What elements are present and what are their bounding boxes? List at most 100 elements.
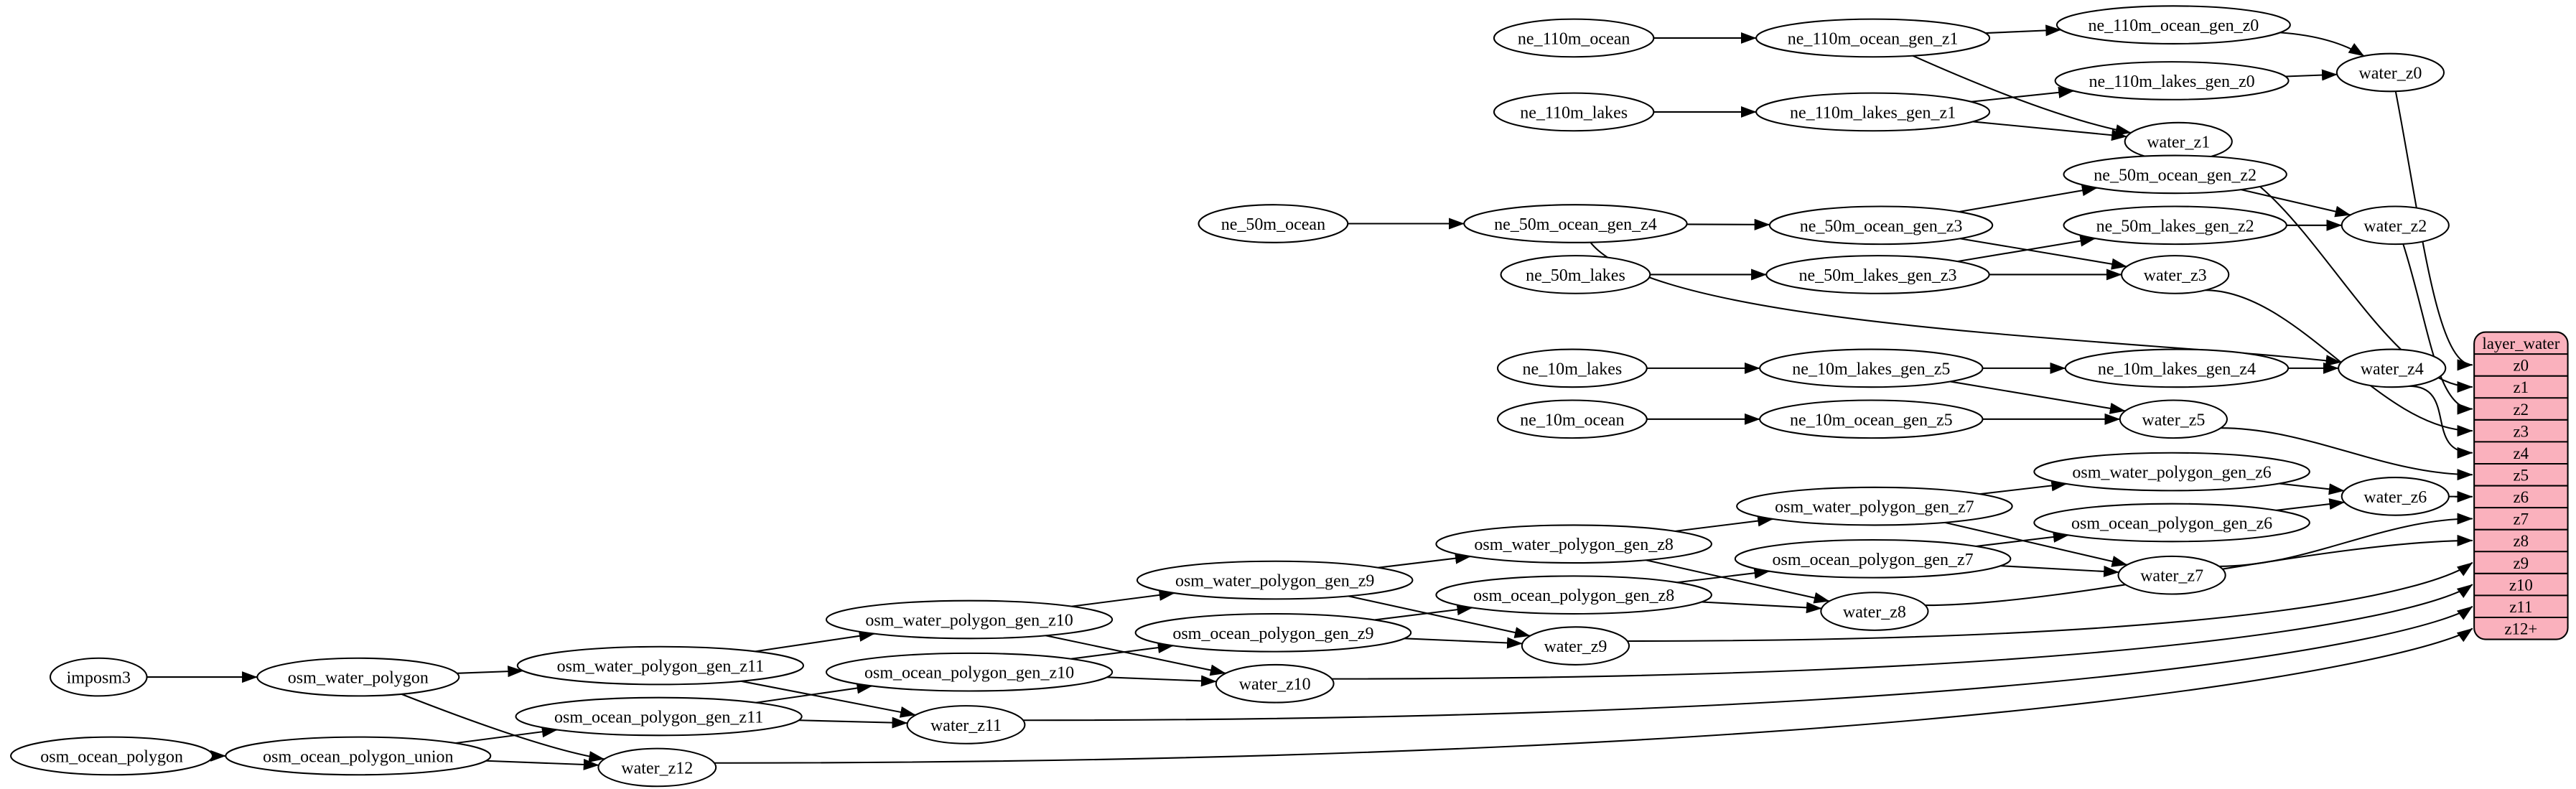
node-ne_50m_ocean_gen_z3: ne_50m_ocean_gen_z3 <box>1768 205 1994 246</box>
node-label-ne_10m_lakes_gen_z4: ne_10m_lakes_gen_z4 <box>2098 360 2256 378</box>
node-osm_ocean_polygon_gen_z10: osm_ocean_polygon_gen_z10 <box>825 652 1114 692</box>
node-label-water_z2: water_z2 <box>2363 217 2427 235</box>
edge-osm_ocean_polygon_gen_z9-to-osm_ocean_polygon_gen_z8 <box>1374 604 1473 621</box>
edge-water_z12-to-layer_water-z12+ <box>714 627 2473 764</box>
node-shape-ne_50m_ocean_gen_z2 <box>2063 154 2287 195</box>
node-osm_ocean_polygon_union: osm_ocean_polygon_union <box>225 736 492 776</box>
edge-water_z5-to-layer_water-z5 <box>2221 427 2473 481</box>
node-label-ne_50m_lakes: ne_50m_lakes <box>1526 266 1625 285</box>
edge-ne_10m_lakes_gen_z5-to-water_z5 <box>1950 381 2126 414</box>
table-row-z0: z0 <box>2514 357 2529 375</box>
node-label-water_z7: water_z7 <box>2140 567 2203 586</box>
node-label-water_z5: water_z5 <box>2142 411 2205 429</box>
edge-ne_110m_lakes_gen_z1-to-water_z1 <box>1972 121 2127 141</box>
node-ne_10m_ocean: ne_10m_ocean <box>1496 399 1648 439</box>
node-label-osm_water_polygon: osm_water_polygon <box>288 669 429 688</box>
node-water_z5: water_z5 <box>2119 399 2229 439</box>
node-label-water_z11: water_z11 <box>930 716 1002 735</box>
node-osm_ocean_polygon_gen_z7: osm_ocean_polygon_gen_z7 <box>1734 538 2012 579</box>
node-shape-ne_50m_lakes_gen_z3 <box>1765 255 1990 294</box>
node-label-ne_50m_lakes_gen_z3: ne_50m_lakes_gen_z3 <box>1798 266 1956 285</box>
node-shape-osm_water_polygon_gen_z8 <box>1435 524 1712 564</box>
node-ne_110m_lakes_gen_z0: ne_110m_lakes_gen_z0 <box>2054 61 2290 101</box>
node-osm_ocean_polygon_gen_z9: osm_ocean_polygon_gen_z9 <box>1134 612 1412 653</box>
edge-osm_ocean_polygon_gen_z8-to-osm_ocean_polygon_gen_z7 <box>1676 567 1770 584</box>
node-label-water_z10: water_z10 <box>1239 676 1311 694</box>
node-ne_50m_ocean_gen_z4: ne_50m_ocean_gen_z4 <box>1463 204 1688 243</box>
node-shape-water_z4 <box>2338 348 2447 388</box>
edge-osm_ocean_polygon_gen_z7-to-osm_ocean_polygon_gen_z6 <box>1976 531 2069 547</box>
node-shape-water_z8 <box>1820 592 1929 631</box>
node-label-water_z3: water_z3 <box>2144 266 2207 285</box>
node-label-osm_ocean_polygon_gen_z10: osm_ocean_polygon_gen_z10 <box>864 664 1074 683</box>
table-row-z7: z7 <box>2514 510 2529 528</box>
node-ne_10m_lakes_gen_z5: ne_10m_lakes_gen_z5 <box>1759 348 1984 388</box>
edge-ne_50m_ocean_gen_z2-to-water_z2 <box>2241 189 2351 218</box>
node-shape-osm_ocean_polygon_gen_z7 <box>1734 538 2012 579</box>
node-shape-osm_ocean_polygon <box>10 736 214 776</box>
node-shape-osm_water_polygon_gen_z10 <box>825 599 1114 640</box>
node-shape-osm_water_polygon_gen_z6 <box>2033 452 2310 492</box>
node-shape-osm_water_polygon <box>256 657 460 697</box>
node-ne_50m_ocean_gen_z2: ne_50m_ocean_gen_z2 <box>2063 154 2287 195</box>
node-shape-ne_10m_lakes <box>1496 348 1648 388</box>
edge-water_z4-to-layer_water-z4 <box>2409 385 2473 459</box>
edge-osm_ocean_polygon_gen_z10-to-water_z10 <box>1106 675 1217 687</box>
node-shape-osm_ocean_polygon_gen_z8 <box>1435 575 1712 615</box>
edge-water_z11-to-layer_water-z11 <box>1023 605 2473 722</box>
node-label-ne_50m_ocean_gen_z2: ne_50m_ocean_gen_z2 <box>2094 166 2257 185</box>
node-shape-ne_110m_ocean_gen_z1 <box>1755 18 1991 58</box>
node-water_z11: water_z11 <box>906 705 1026 744</box>
node-label-ne_10m_lakes: ne_10m_lakes <box>1523 360 1623 378</box>
node-shape-ne_50m_ocean <box>1198 204 1349 243</box>
node-ne_50m_lakes: ne_50m_lakes <box>1500 255 1651 294</box>
edge-ne_50m_ocean_gen_z3-to-water_z3 <box>1960 238 2127 270</box>
layer-water-table: layer_waterz0z1z2z3z4z5z6z7z8z9z10z11z12… <box>2473 331 2569 640</box>
node-shape-water_z6 <box>2341 477 2450 516</box>
edge-osm_water_polygon_gen_z11-to-osm_water_polygon_gen_z10 <box>755 630 875 653</box>
node-osm_water_polygon_gen_z10: osm_water_polygon_gen_z10 <box>825 599 1114 640</box>
node-label-ne_10m_ocean: ne_10m_ocean <box>1520 411 1624 429</box>
edge-osm_ocean_polygon_gen_z7-to-water_z7 <box>2000 565 2119 577</box>
node-shape-water_z3 <box>2121 255 2230 294</box>
edge-water_z10-to-layer_water-z10 <box>1332 584 2473 680</box>
node-water_z1: water_z1 <box>2124 121 2233 162</box>
edge-osm_water_polygon_gen_z11-to-water_z11 <box>741 680 916 718</box>
node-label-osm_water_polygon_gen_z6: osm_water_polygon_gen_z6 <box>2072 464 2271 482</box>
node-shape-ne_110m_lakes <box>1493 92 1655 132</box>
edge-osm_ocean_polygon_gen_z11-to-osm_ocean_polygon_gen_z10 <box>755 682 873 704</box>
node-label-osm_ocean_polygon_gen_z6: osm_ocean_polygon_gen_z6 <box>2071 514 2272 533</box>
node-label-osm_water_polygon_gen_z7: osm_water_polygon_gen_z7 <box>1775 498 1974 517</box>
node-label-ne_110m_lakes: ne_110m_lakes <box>1520 103 1628 122</box>
node-label-ne_50m_ocean_gen_z3: ne_50m_ocean_gen_z3 <box>1800 217 1963 235</box>
edge-osm_water_polygon_gen_z9-to-water_z9 <box>1348 595 1531 638</box>
node-ne_110m_lakes_gen_z1: ne_110m_lakes_gen_z1 <box>1755 92 1991 132</box>
edge-osm_ocean_polygon_gen_z10-to-osm_ocean_polygon_gen_z9 <box>1071 642 1174 660</box>
edge-osm_water_polygon_gen_z7-to-water_z7 <box>1944 521 2128 567</box>
table-row-z5: z5 <box>2514 466 2529 484</box>
node-label-water_z9: water_z9 <box>1544 638 1607 656</box>
edge-osm_ocean_polygon_gen_z11-to-water_z11 <box>798 716 908 729</box>
node-label-ne_10m_lakes_gen_z5: ne_10m_lakes_gen_z5 <box>1792 360 1950 378</box>
node-label-ne_10m_ocean_gen_z5: ne_10m_ocean_gen_z5 <box>1790 411 1953 429</box>
node-ne_10m_lakes: ne_10m_lakes <box>1496 348 1648 388</box>
edge-osm_water_polygon_gen_z10-to-osm_water_polygon_gen_z9 <box>1071 589 1175 607</box>
edge-ne_110m_ocean_gen_z0-to-water_z0 <box>2279 32 2365 57</box>
node-label-water_z6: water_z6 <box>2363 488 2427 507</box>
node-label-ne_50m_ocean: ne_50m_ocean <box>1221 215 1325 234</box>
node-water_z2: water_z2 <box>2341 205 2450 246</box>
edge-osm_ocean_polygon_gen_z8-to-water_z8 <box>1702 601 1822 614</box>
table-row-z10: z10 <box>2509 576 2533 594</box>
node-label-osm_water_polygon_gen_z10: osm_water_polygon_gen_z10 <box>865 611 1073 630</box>
node-shape-osm_ocean_polygon_gen_z6 <box>2033 503 2310 543</box>
node-label-osm_water_polygon_gen_z11: osm_water_polygon_gen_z11 <box>557 658 765 676</box>
node-shape-osm_ocean_polygon_union <box>225 736 492 776</box>
node-label-osm_water_polygon_gen_z9: osm_water_polygon_gen_z9 <box>1175 572 1374 591</box>
node-label-ne_50m_ocean_gen_z4: ne_50m_ocean_gen_z4 <box>1494 215 1657 234</box>
node-water_z7: water_z7 <box>2117 555 2226 595</box>
node-water_z8: water_z8 <box>1820 592 1929 631</box>
node-label-water_z1: water_z1 <box>2147 134 2210 152</box>
node-ne_110m_lakes: ne_110m_lakes <box>1493 92 1655 132</box>
